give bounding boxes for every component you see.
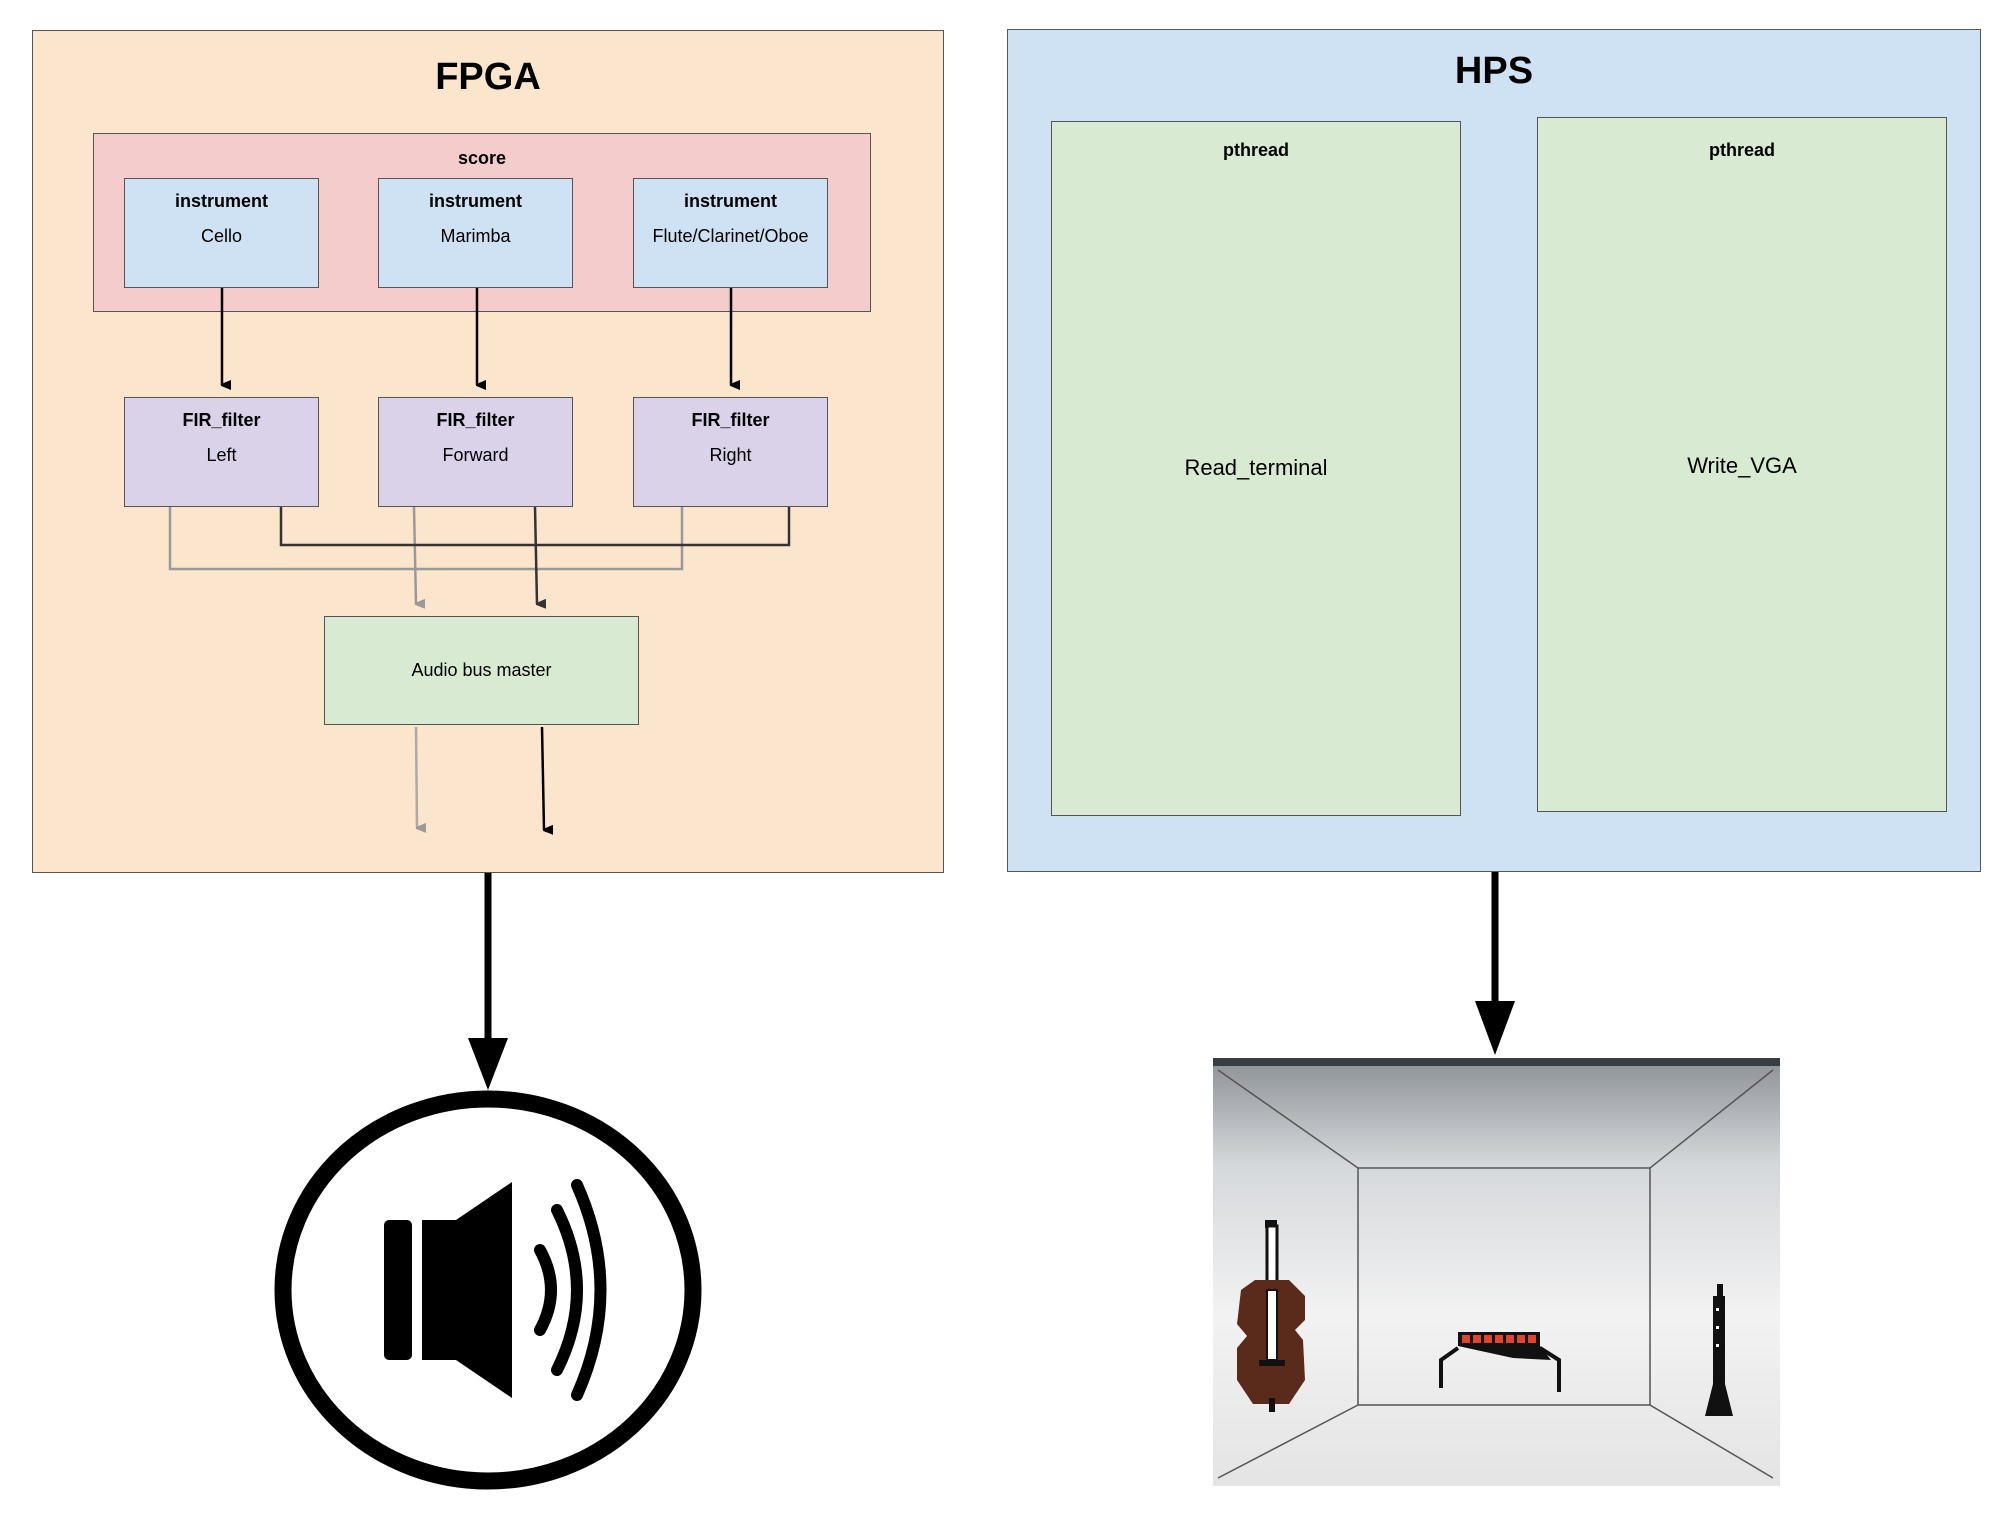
audio-bus-master: Audio bus master (324, 616, 639, 725)
fir-filter-left: FIR_filter Left (124, 397, 319, 507)
fpga-title: FPGA (435, 56, 541, 98)
instrument-flute-clarinet-oboe: instrument Flute/Clarinet/Oboe (633, 178, 828, 288)
filter-label: FIR_filter (182, 410, 261, 430)
instrument-name: Marimba (440, 226, 511, 246)
filter-label: FIR_filter (436, 410, 515, 430)
grey-audio-output-arrow (414, 726, 417, 828)
speaker-volume-icon (274, 1090, 702, 1490)
clarinet-sprite-icon (1705, 1284, 1733, 1416)
pthread-name: Read_terminal (1184, 455, 1328, 480)
score-label: score (457, 148, 507, 168)
pthread-label: pthread (1222, 140, 1289, 160)
fir-filter-right: FIR_filter Right (633, 397, 828, 507)
instrument-cello: instrument Cello (124, 178, 319, 288)
hps-to-vga-arrowhead (1475, 1001, 1515, 1055)
hps-title: HPS (1454, 50, 1534, 92)
instrument-name: Cello (200, 226, 243, 246)
fpga-to-speaker-arrowhead (468, 1038, 508, 1090)
instrument-name: Flute/Clarinet/Oboe (652, 226, 809, 246)
vga-screen-photo (1213, 1058, 1780, 1486)
instrument-label: instrument (428, 191, 522, 211)
filter-name: Left (206, 445, 237, 465)
filter-label: FIR_filter (691, 410, 770, 430)
instrument-label: instrument (683, 191, 777, 211)
pthread-write-vga: pthread Write_VGA (1537, 117, 1947, 812)
pthread-name: Write_VGA (1687, 453, 1797, 478)
pthread-read-terminal: pthread Read_terminal (1051, 121, 1461, 816)
grey-arrow-to-bus (412, 506, 416, 604)
filter-name: Right (709, 445, 752, 465)
fir-filter-forward: FIR_filter Forward (378, 397, 573, 507)
filter-name: Forward (442, 445, 509, 465)
instrument-marimba: instrument Marimba (378, 178, 573, 288)
black-audio-output-arrow (540, 726, 544, 830)
instrument-label: instrument (174, 191, 268, 211)
cello-sprite-icon (1237, 1220, 1305, 1412)
audio-bus-label: Audio bus master (411, 660, 552, 680)
pthread-label: pthread (1708, 140, 1775, 160)
grey-channel-wire (168, 507, 684, 571)
dark-arrow-to-bus (533, 506, 537, 604)
marimba-sprite-icon (1439, 1332, 1561, 1392)
